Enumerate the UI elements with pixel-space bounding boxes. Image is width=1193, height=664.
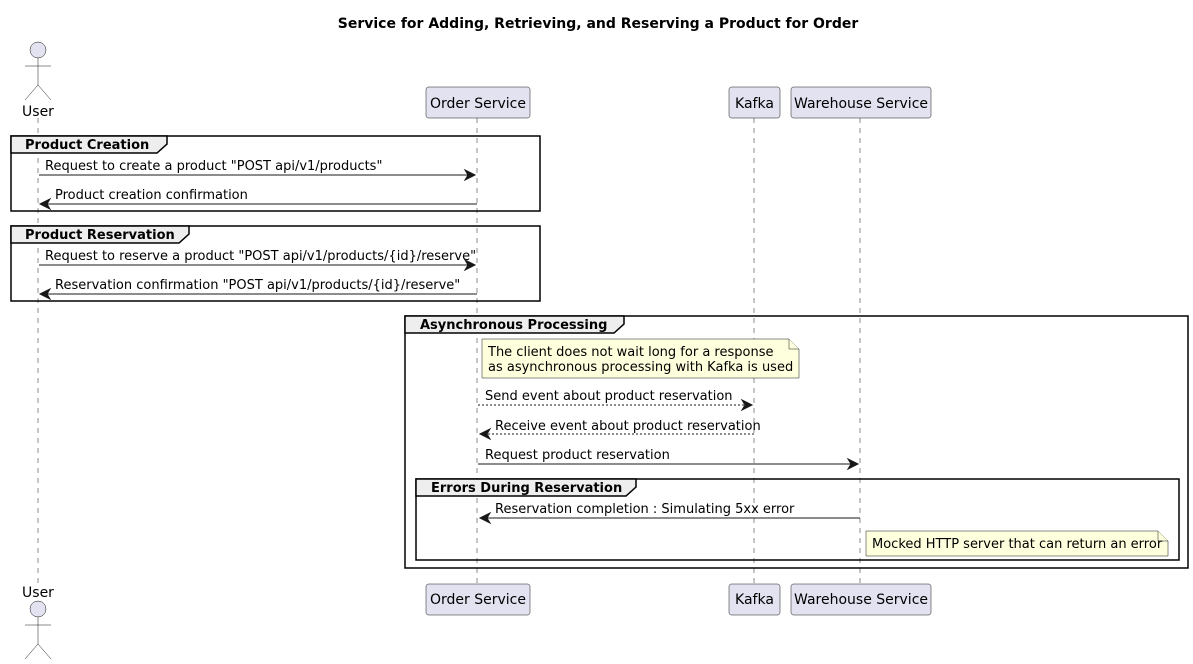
message-receive-event: Receive event about product reservation [478,419,761,441]
actor-user-top: User [22,41,54,120]
message-label: Receive event about product reservation [495,419,761,434]
fragment-label: Product Reservation [25,228,175,243]
participant-label: Warehouse Service [794,592,928,608]
message-label: Send event about product reservation [485,389,733,404]
participant-label: Kafka [735,592,774,608]
actor-head [29,600,47,618]
diagram-title: Service for Adding, Retrieving, and Rese… [338,16,859,32]
note-line-2: as asynchronous processing with Kafka is… [488,360,793,375]
fragment-label: Errors During Reservation [431,481,622,496]
fragment-label: Asynchronous Processing [420,318,607,333]
message-create-product-confirmation: Product creation confirmation [38,188,477,211]
fragment-asynchronous-processing: Asynchronous Processing [404,315,1189,569]
participant-warehouse-service-bottom: Warehouse Service [790,583,932,616]
participant-kafka-bottom: Kafka [728,583,781,616]
message-reserve-product-request: Request to reserve a product "POST api/v… [39,249,477,272]
message-label: Request product reservation [485,448,670,463]
message-label: Reservation confirmation "POST api/v1/pr… [55,278,460,293]
participant-order-service-top: Order Service [425,86,531,119]
message-label: Reservation completion : Simulating 5xx … [495,502,795,517]
fragment-errors-during-reservation: Errors During Reservation [415,478,1180,561]
note-async-processing: The client does not wait long for a resp… [481,338,800,379]
note-line-1: The client does not wait long for a resp… [487,345,773,360]
participant-kafka-top: Kafka [728,86,781,119]
participant-label: Kafka [735,96,774,112]
message-label: Request to reserve a product "POST api/v… [45,249,476,264]
message-label: Product creation confirmation [55,188,248,203]
fragment-label: Product Creation [25,138,149,153]
actor-user-label-top: User [22,104,54,120]
actor-user-label-bottom: User [22,585,54,601]
note-text: Mocked HTTP server that can return an er… [872,537,1163,552]
note-mocked-http-server: Mocked HTTP server that can return an er… [865,530,1169,557]
actor-user-bottom: User [22,585,54,660]
participant-label: Warehouse Service [794,96,928,112]
participant-warehouse-service-top: Warehouse Service [790,86,932,119]
actor-head [29,41,47,59]
participant-label: Order Service [430,592,526,608]
message-create-product-request: Request to create a product "POST api/v1… [39,159,477,182]
message-reservation-confirmation: Reservation confirmation "POST api/v1/pr… [38,278,477,301]
message-reservation-completion: Reservation completion : Simulating 5xx … [478,502,860,525]
participant-label: Order Service [430,96,526,112]
fragment-product-reservation: Product Reservation [10,225,541,302]
message-request-reservation: Request product reservation [478,448,860,471]
message-label: Request to create a product "POST api/v1… [45,159,382,174]
message-send-event: Send event about product reservation [478,389,754,412]
fragment-product-creation: Product Creation [10,135,541,212]
participant-order-service-bottom: Order Service [425,583,531,616]
